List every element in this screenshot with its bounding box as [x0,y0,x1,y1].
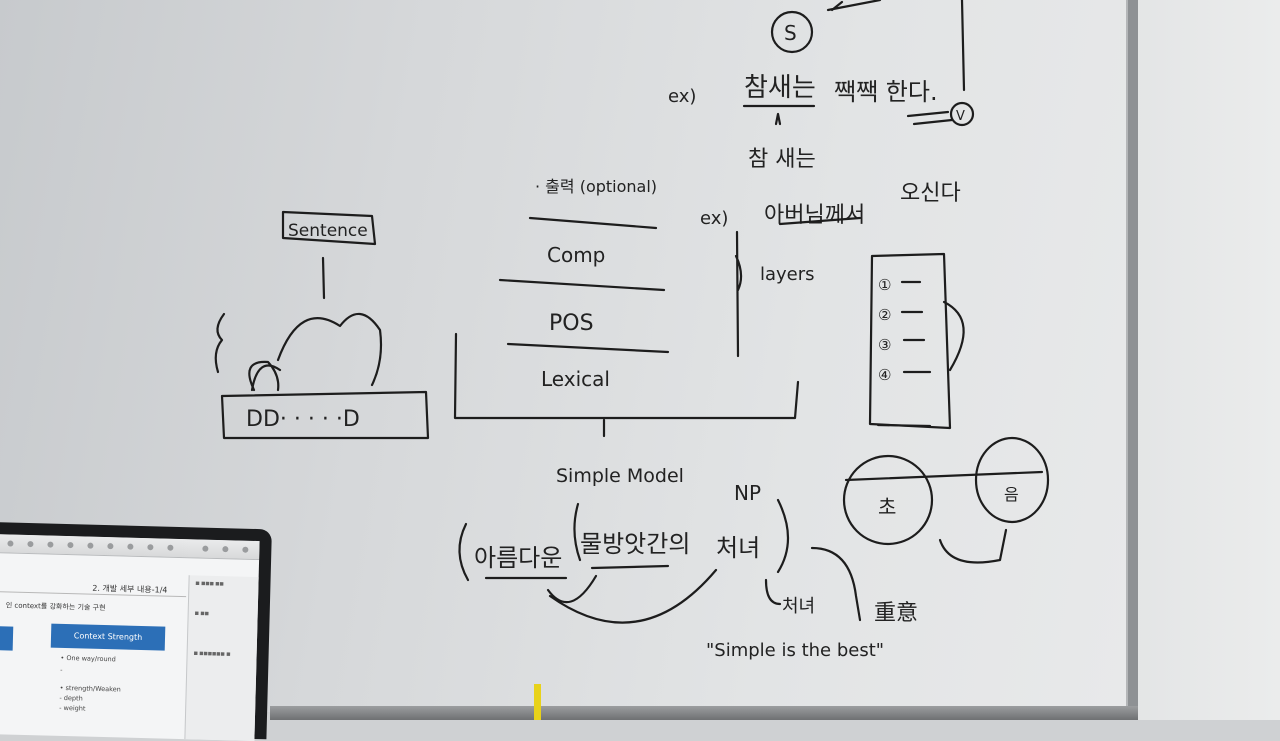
bullet-2: - [60,665,63,674]
laptop-screen: 2. 개발 세부 내용-1/4 인 context를 강화하는 기술 구현 Co… [0,534,260,741]
layers-brace [734,230,743,358]
context-strength-box: Context Strength [50,623,166,651]
ex1-word3: 참 새는 [748,147,816,172]
np-word1: 아름다운 [474,544,562,572]
svg-text:음: 음 [1004,485,1019,504]
pos-label: POS [549,311,594,336]
lexical-label: Lexical [541,367,610,391]
simple-model-label: Simple Model [556,465,684,487]
ex2-word2: 오신다 [900,181,961,206]
np-label: NP [734,481,761,505]
context-header: 인 context를 강화하는 기술 구현 [5,601,106,613]
blue-box-left [0,626,14,651]
comp-label: Comp [547,243,605,267]
left-circle [842,454,934,546]
svg-text:④: ④ [878,366,891,384]
svg-text:V: V [956,109,965,124]
layers-label: layers [760,264,815,285]
marker-pen [534,684,541,720]
ex1-word1: 참새는 [744,73,816,103]
svg-text:②: ② [878,306,891,324]
presentation-toolbar [0,534,260,561]
sentence-label: Sentence [288,221,368,241]
ex2-label: ex) [700,208,728,229]
model-bracket [453,332,800,420]
laptop: 2. 개발 세부 내용-1/4 인 context를 강화하는 기술 구현 Co… [0,522,272,741]
whiteboard-tray [270,706,1138,720]
word-box [220,390,430,440]
svg-text:ⅮⅮ· · · · ·Ⅾ: ⅮⅮ· · · · ·Ⅾ [246,407,360,432]
svg-text:S: S [784,21,797,45]
np-word3: 처녀 [716,534,760,562]
tree-brace [214,312,226,374]
s-circle [770,10,814,54]
arc-1 [546,574,598,604]
svg-text:초: 초 [878,495,896,519]
arc-2 [548,568,718,624]
list-box [868,252,952,430]
arrow-target: 처녀 [782,596,815,617]
bullet-3: • strength/Weaken [59,683,121,694]
bullet-4: - depth [59,693,83,703]
np-word2: 물방앗간의 [580,530,690,558]
bullet-5: - weight [59,703,86,713]
sentence-box [281,210,377,246]
ex1-label: ex) [668,86,696,107]
svg-text:①: ① [878,276,891,294]
optional-label: · 출력 (optional) [535,177,657,196]
quote-label: "Simple is the best" [706,640,884,661]
tree-arcs [250,312,383,392]
svg-text:③: ③ [878,336,891,354]
whiteboard-drawing: Sentence ⅮⅮ· · · · ·Ⅾ · 출력 (optional) Co… [214,0,1050,661]
inspector-panel: ■ ■■■ ■■ ■ ■■ ■ ■■■■■■ ■ [184,575,260,741]
right-circle [974,436,1050,524]
kanji-label: 重意 [874,601,918,626]
bullet-1: • One way/round [60,653,116,664]
ex1-word2: 짹짹 한다. [834,78,938,106]
